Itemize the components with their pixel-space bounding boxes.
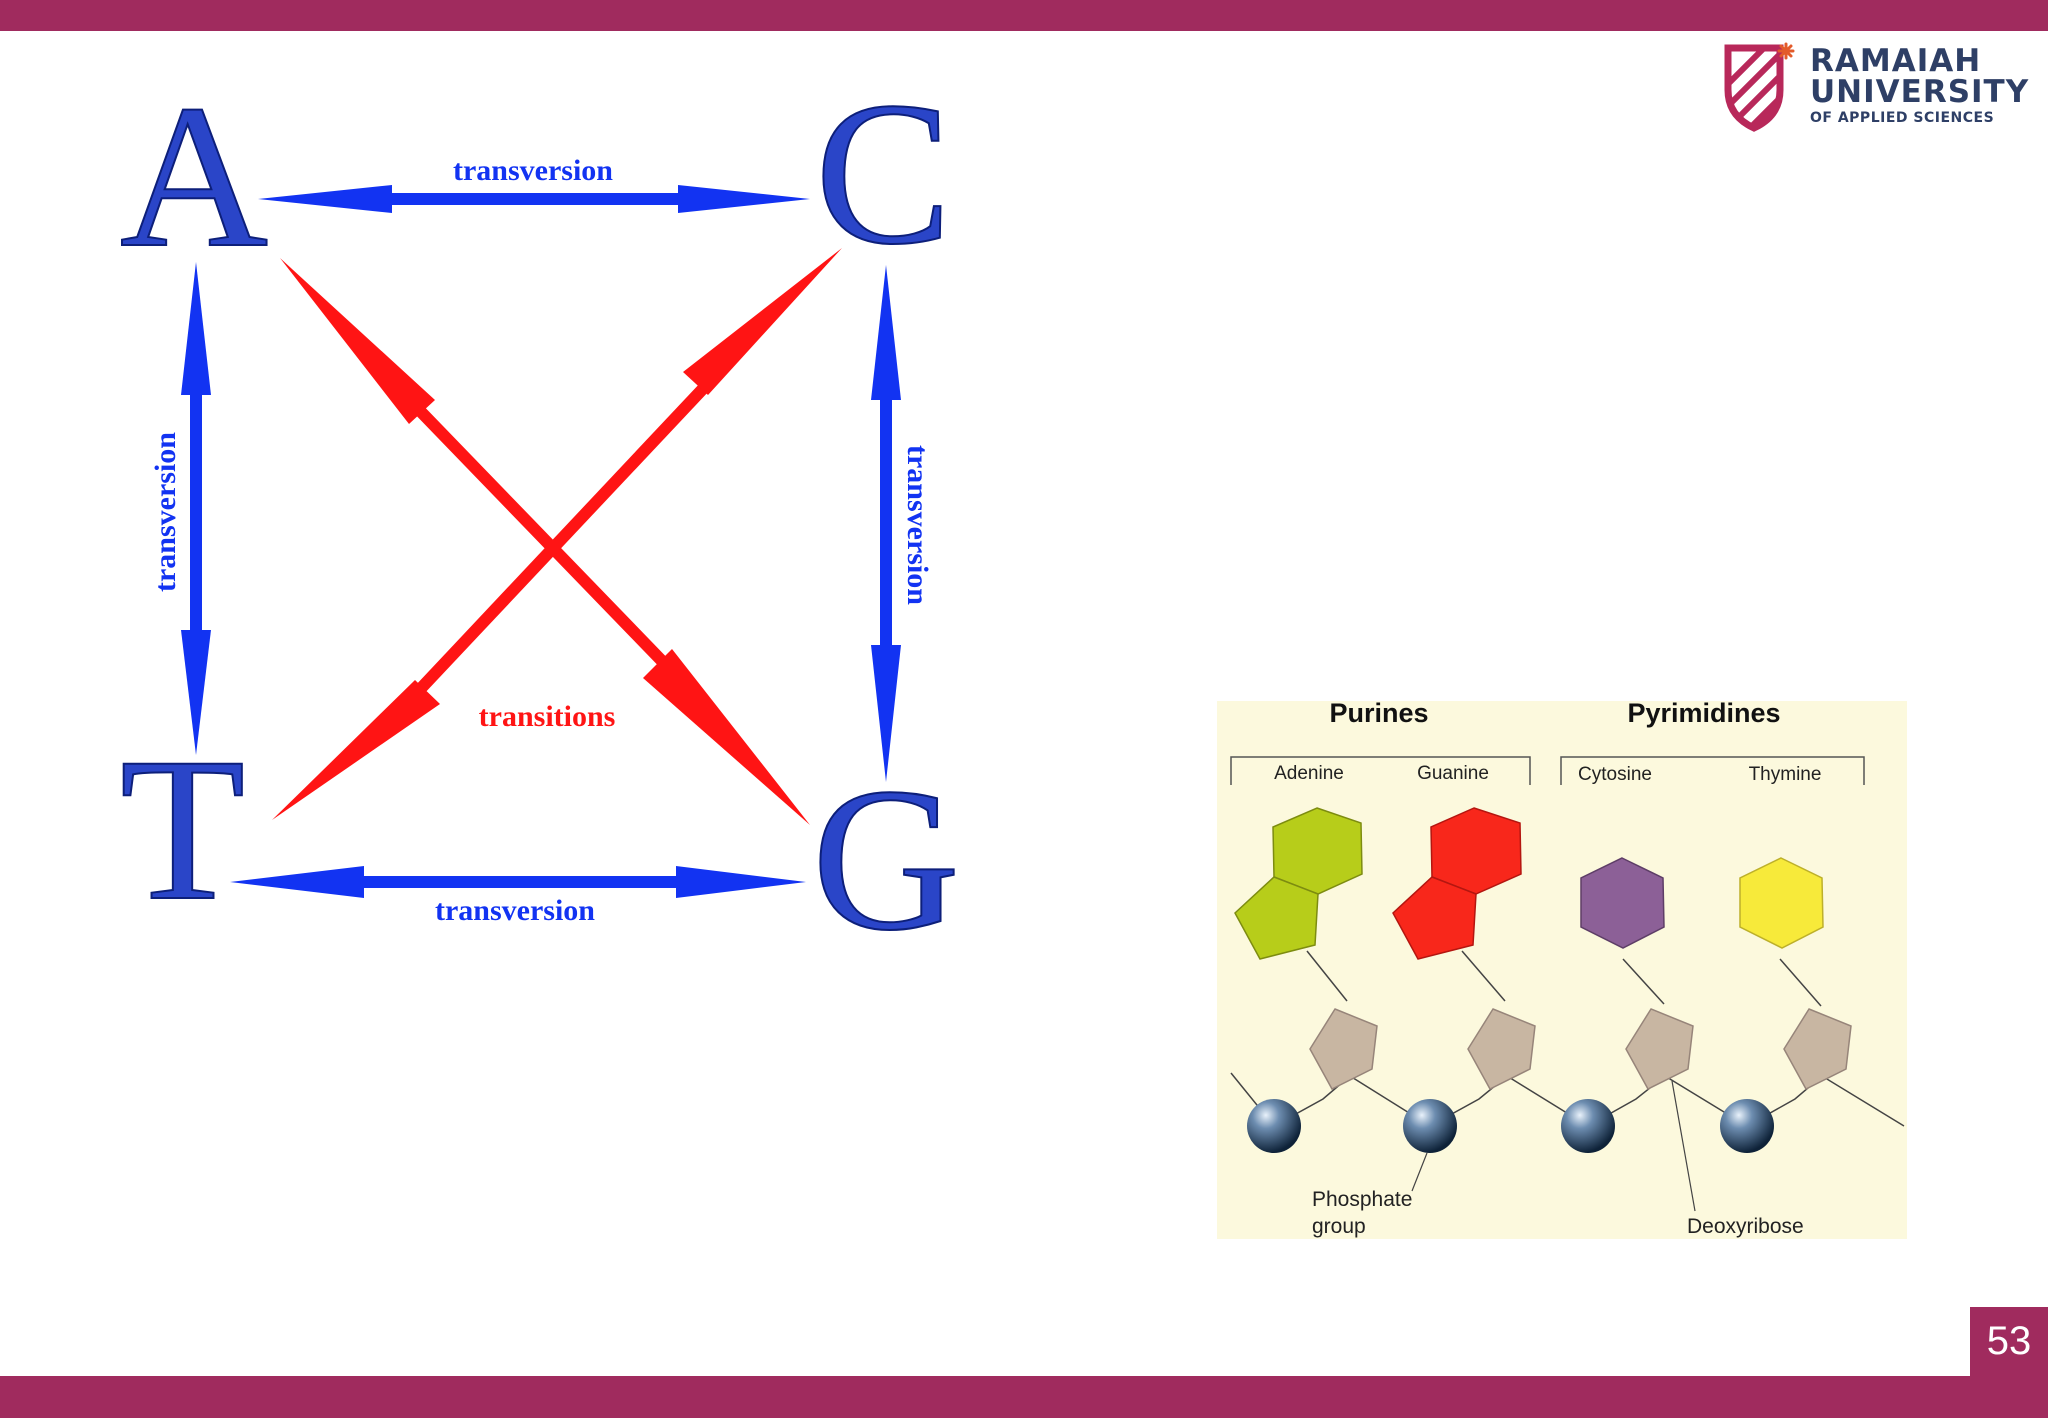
label-transitions: transitions [479, 700, 616, 733]
group-label-pyrimidines: Pyrimidines [1627, 701, 1780, 728]
arrow-t-g [230, 866, 806, 898]
base-name-adenine: Adenine [1274, 763, 1344, 784]
ramaiah-shield-icon [1724, 42, 1795, 132]
base-letter-a: A [120, 70, 268, 290]
base-letter-t: T [120, 716, 245, 943]
base-name-cytosine: Cytosine [1578, 764, 1652, 785]
arrow-a-c [258, 185, 810, 213]
logo-line-3: OF APPLIED SCIENCES [1810, 110, 1995, 126]
arrow-a-g [280, 258, 810, 825]
top-brand-bar [0, 0, 2048, 31]
arrow-c-g [871, 265, 901, 782]
arrow-c-t [272, 248, 842, 820]
page-number-badge: 53 [1970, 1307, 2048, 1376]
guanine-molecule [1392, 807, 1522, 960]
logo-line-2: UNIVERSITY [1810, 74, 2030, 110]
bottom-brand-bar [0, 1376, 2048, 1418]
base-letter-c: C [815, 70, 952, 287]
label-deoxyribose: Deoxyribose [1687, 1215, 1804, 1238]
cytosine-molecule [1580, 857, 1665, 949]
label-transversion-top: transversion [453, 154, 613, 187]
label-phosphate-line2: group [1312, 1215, 1366, 1238]
university-logo: RAMAIAH UNIVERSITY OF APPLIED SCIENCES [1722, 40, 2028, 132]
label-transversion-bottom: transversion [435, 894, 595, 927]
logo-line-1: RAMAIAH [1810, 43, 1982, 79]
deoxyribose-sugars [1309, 1008, 1852, 1090]
thymine-molecule [1739, 857, 1824, 949]
annotation-lines [1411, 1080, 1696, 1212]
adenine-molecule [1234, 807, 1363, 960]
logo-wordmark: RAMAIAH UNIVERSITY OF APPLIED SCIENCES [1810, 43, 2030, 126]
base-letter-g: G [812, 746, 960, 960]
bracket-pyrimidines [1560, 756, 1865, 785]
label-transversion-left: transversion [149, 432, 182, 592]
page-number: 53 [1986, 1319, 2032, 1363]
base-name-guanine: Guanine [1417, 763, 1489, 784]
label-phosphate-line1: Phosphate [1312, 1188, 1412, 1211]
nucleotide-structures: Purines Pyrimidines Adenine Guanine Cyto… [1230, 698, 1905, 1238]
base-name-thymine: Thymine [1749, 764, 1822, 785]
label-transversion-right: transversion [901, 445, 934, 605]
group-label-purines: Purines [1329, 701, 1428, 728]
phosphate-groups [1247, 1099, 1774, 1153]
nucleotide-panel: Purines Pyrimidines Adenine Guanine Cyto… [1217, 698, 1907, 1239]
mutation-diagram: A C T G transversion transversion transv… [119, 70, 961, 960]
arrow-a-t [181, 262, 211, 755]
bracket-purines [1230, 756, 1531, 785]
